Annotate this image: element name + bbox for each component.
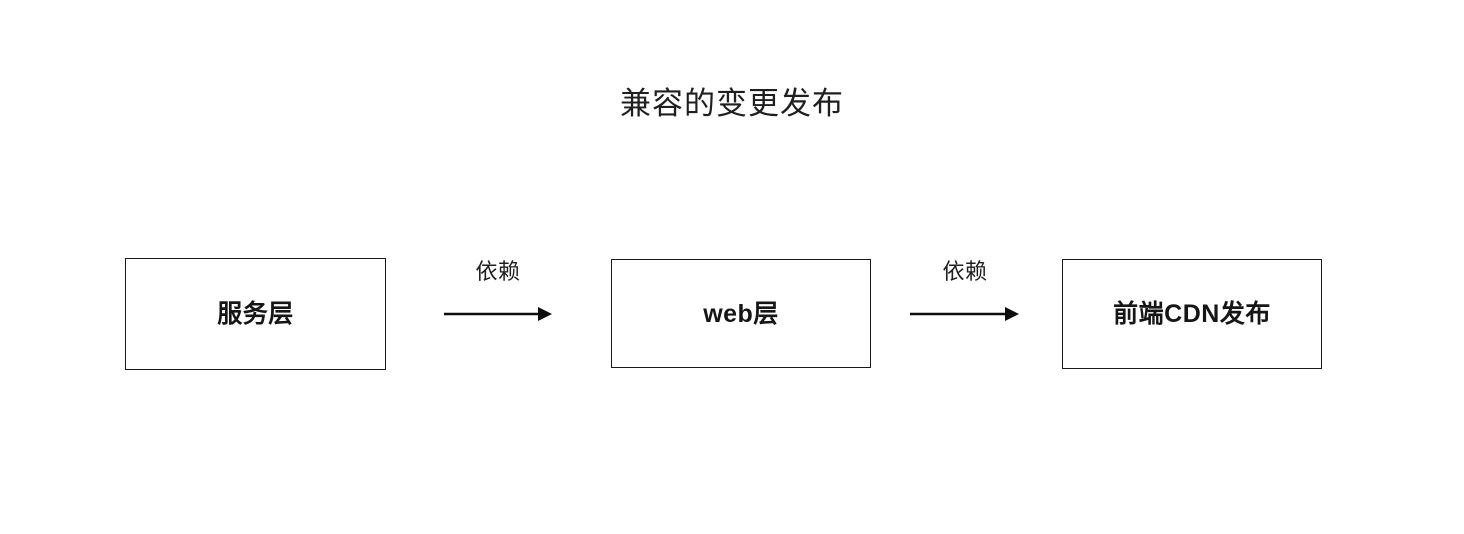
node-web-layer[interactable]: web层 (611, 259, 871, 368)
arrow-right-icon (905, 296, 1025, 336)
edge-label-dependency-1: 依赖 (475, 259, 521, 284)
edge-label-dependency-2: 依赖 (942, 259, 988, 284)
arrow-right-icon (440, 296, 556, 336)
node-label: 前端CDN发布 (1113, 300, 1271, 328)
node-label: web层 (703, 299, 779, 328)
node-frontend-cdn-release[interactable]: 前端CDN发布 (1062, 259, 1322, 369)
node-label: 服务层 (217, 300, 294, 328)
page-title: 兼容的变更发布 (620, 86, 844, 121)
node-service-layer[interactable]: 服务层 (125, 258, 386, 370)
